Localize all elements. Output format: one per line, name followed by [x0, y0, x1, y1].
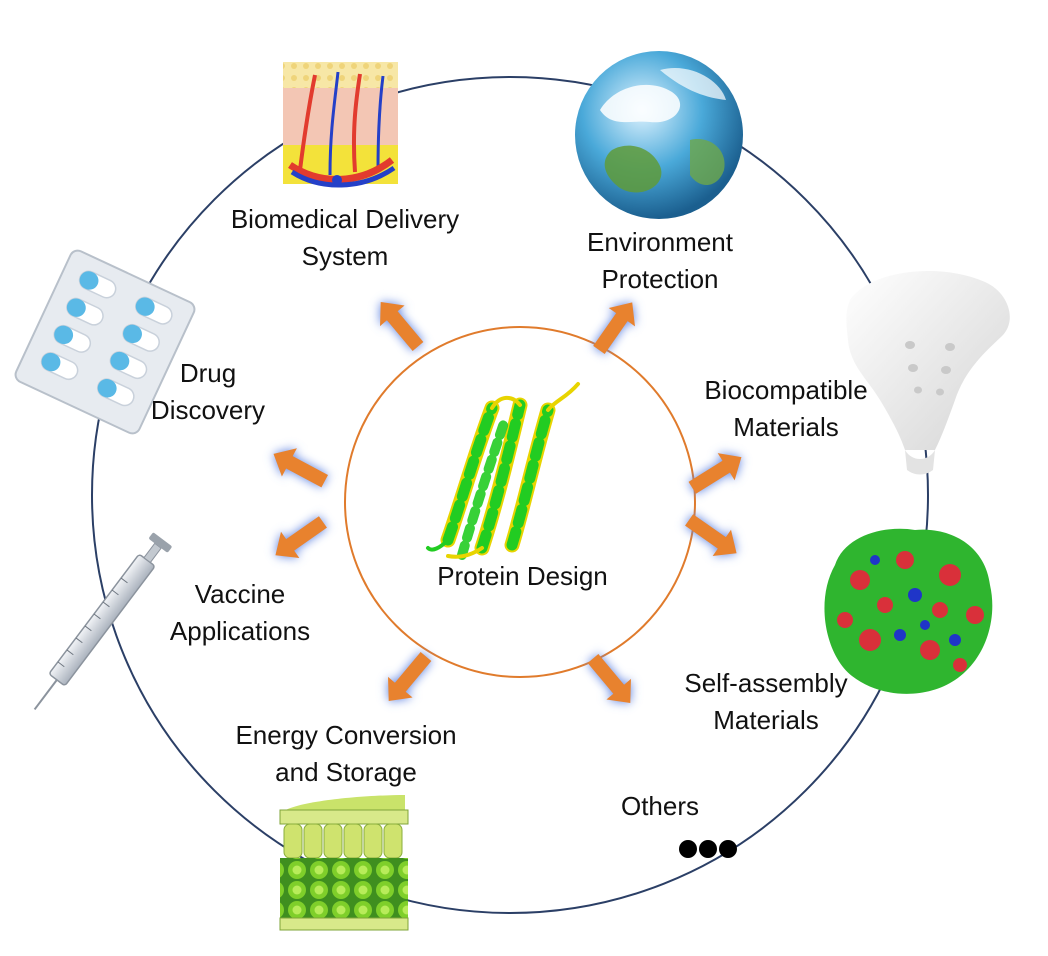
environment-line1: Environment: [587, 227, 733, 257]
drug-line1: Drug: [179, 358, 237, 388]
energy-line1: Energy Conversion: [235, 720, 457, 750]
self-assembly-materials-label: Self-assembly Materials: [656, 665, 876, 739]
biomedical-line2: System: [301, 241, 389, 271]
selfassembly-line2: Materials: [713, 705, 819, 735]
arrow-to-biocompatible: [688, 453, 742, 494]
protein-design-label: Protein Design: [437, 561, 608, 591]
arrow-to-vaccine: [275, 516, 327, 558]
arrow-to-biomedical: [380, 302, 424, 351]
pill-blister-icon: [14, 249, 196, 435]
protein-surface-icon: [824, 528, 993, 694]
leaf-cells-icon: [279, 795, 409, 931]
energy-conversion-label: Energy Conversion and Storage: [196, 717, 496, 791]
drug-line2: Discovery: [150, 395, 266, 425]
biocompatible-line2: Materials: [733, 412, 839, 442]
arrow-to-energy: [388, 652, 432, 701]
vaccine-applications-label: Vaccine Applications: [150, 576, 330, 650]
vaccine-line1: Vaccine: [194, 579, 286, 609]
arrow-to-selfassembly: [685, 514, 737, 556]
environment-protection-label: Environment Protection: [545, 224, 775, 298]
drug-discovery-label: Drug Discovery: [128, 355, 288, 429]
bone-implant-icon: [846, 270, 1010, 475]
globe-icon: [575, 51, 743, 219]
protein-design-circle: [344, 326, 696, 678]
biocompatible-materials-label: Biocompatible Materials: [676, 372, 896, 446]
protein-helix-icon: [426, 382, 580, 560]
environment-line2: Protection: [601, 264, 719, 294]
biomedical-line1: Biomedical Delivery: [230, 204, 460, 234]
outer-ring: [91, 76, 929, 914]
arrow-to-drug: [273, 448, 329, 488]
vaccine-line2: Applications: [169, 616, 311, 646]
arrow-to-environment: [593, 302, 635, 354]
selfassembly-line1: Self-assembly: [684, 668, 848, 698]
biocompatible-line1: Biocompatible: [704, 375, 868, 405]
syringe-icon: [33, 532, 172, 711]
energy-line2: and Storage: [275, 757, 417, 787]
arrow-to-others: [587, 654, 631, 703]
skin-tissue-icon: [283, 62, 398, 188]
others-label: Others: [620, 791, 700, 821]
biomedical-delivery-label: Biomedical Delivery System: [190, 201, 500, 275]
ellipsis-dots-icon: [679, 840, 737, 858]
